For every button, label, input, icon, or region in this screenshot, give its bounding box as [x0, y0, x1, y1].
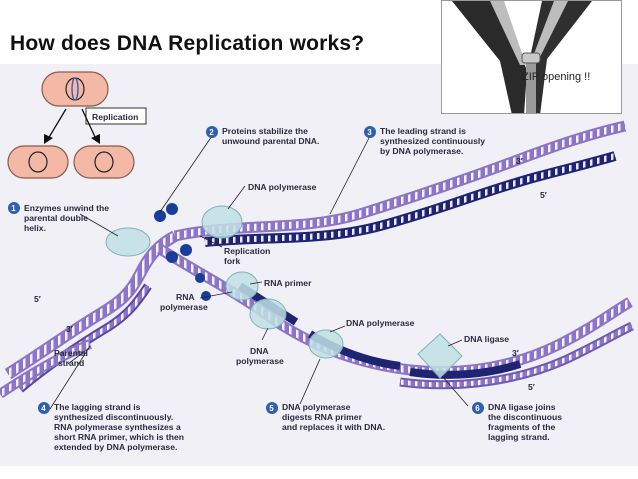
label-replication-fork-2: fork	[224, 256, 240, 266]
step-6-text: DNA ligase joins the discontinuous fragm…	[488, 402, 562, 442]
label-rna-primer: RNA primer	[264, 278, 312, 288]
label-dna-ligase: DNA ligase	[464, 334, 509, 344]
daughter-cell-right	[73, 145, 135, 179]
svg-text:short RNA primer, which is the: short RNA primer, which is then	[54, 432, 184, 442]
svg-text:lagging strand.: lagging strand.	[488, 432, 550, 442]
step-3-text: The leading strand is synthesized contin…	[380, 126, 485, 156]
label-5prime-top: 5′	[540, 190, 547, 200]
svg-text:fragments of the: fragments of the	[488, 422, 556, 432]
step-5-text: DNA polymerase digests RNA primer and re…	[282, 402, 385, 432]
label-replication-fork-1: Replication	[224, 246, 270, 256]
dna-polymerase-right	[308, 329, 344, 359]
enzymes	[105, 205, 463, 379]
step-number-1: 1	[8, 202, 20, 214]
label-parental-strand-2: strand	[58, 358, 84, 368]
label-5prime-right: 5′	[528, 382, 535, 392]
svg-text:6: 6	[475, 404, 480, 413]
svg-text:and replaces it with DNA.: and replaces it with DNA.	[282, 422, 385, 432]
bottom-strip	[0, 466, 638, 479]
svg-text:RNA polymerase synthesizes a: RNA polymerase synthesizes a	[54, 422, 181, 432]
svg-text:Proteins stabilize the: Proteins stabilize the	[222, 126, 308, 136]
replication-arrows	[44, 108, 100, 144]
label-rna-polymerase-1: RNA	[176, 292, 195, 302]
stabilizing-proteins	[154, 203, 211, 301]
zipper-image	[441, 0, 622, 114]
daughter-cell-left	[7, 145, 69, 179]
svg-text:1: 1	[11, 204, 16, 213]
leading-strand	[173, 120, 627, 247]
step-number-3: 3	[364, 126, 376, 138]
label-dna-polymerase-mid-1: DNA	[250, 346, 269, 356]
helicase	[105, 227, 151, 257]
svg-text:3: 3	[367, 128, 372, 137]
svg-text:5: 5	[269, 404, 274, 413]
replication-box-label: Replication	[92, 112, 138, 122]
label-dna-polymerase-top: DNA polymerase	[248, 182, 317, 192]
replication-box: Replication	[85, 107, 147, 125]
label-3prime-right: 3′	[512, 348, 519, 358]
zipper-icon	[442, 1, 621, 113]
step-number-5: 5	[266, 402, 278, 414]
svg-text:DNA polymerase: DNA polymerase	[282, 402, 351, 412]
label-5prime-left: 5′	[34, 294, 41, 304]
svg-text:digests RNA primer: digests RNA primer	[282, 412, 363, 422]
dna-replication-figure: Replication	[0, 64, 638, 466]
step-1-text: Enzymes unwind the parental double helix…	[24, 203, 109, 233]
label-parental-strand-1: Parental	[54, 348, 88, 358]
label-3prime-top: 3′	[516, 156, 523, 166]
svg-text:synthesized continuously: synthesized continuously	[380, 136, 485, 146]
step-2-text: Proteins stabilize the unwound parental …	[222, 126, 319, 146]
dna-polymerase-mid	[249, 298, 287, 330]
parent-cell	[41, 71, 109, 107]
svg-text:4: 4	[41, 404, 46, 413]
leader-lines	[49, 135, 469, 410]
label-3prime-left: 3′	[66, 324, 73, 334]
svg-text:2: 2	[209, 128, 214, 137]
svg-text:The leading strand is: The leading strand is	[380, 126, 466, 136]
step-number-4: 4	[38, 402, 50, 414]
label-dna-polymerase-mid-2: polymerase	[236, 356, 284, 366]
step-number-2: 2	[206, 126, 218, 138]
rna-polymerase	[225, 271, 259, 301]
parental-helix	[4, 230, 178, 393]
svg-text:the discontinuous: the discontinuous	[488, 412, 562, 422]
svg-text:DNA ligase joins: DNA ligase joins	[488, 402, 556, 412]
step-4-text: The lagging strand is synthesized discon…	[54, 402, 184, 452]
step-number-6: 6	[472, 402, 484, 414]
svg-text:extended by DNA polymerase.: extended by DNA polymerase.	[54, 442, 177, 452]
label-dna-polymerase-right: DNA polymerase	[346, 318, 415, 328]
dna-polymerase-top	[201, 205, 243, 239]
svg-text:synthesized discontinuously.: synthesized discontinuously.	[54, 412, 173, 422]
zip-caption: ZIP opening !!	[522, 71, 591, 83]
label-rna-polymerase-2: polymerase	[160, 302, 208, 312]
slide-title: How does DNA Replication works?	[10, 32, 365, 55]
svg-text:helix.: helix.	[24, 223, 46, 233]
svg-text:parental double: parental double	[24, 213, 88, 223]
svg-text:unwound parental DNA.: unwound parental DNA.	[222, 136, 319, 146]
svg-text:Enzymes unwind the: Enzymes unwind the	[24, 203, 109, 213]
svg-text:The lagging strand is: The lagging strand is	[54, 402, 141, 412]
svg-text:by DNA polymerase.: by DNA polymerase.	[380, 146, 463, 156]
